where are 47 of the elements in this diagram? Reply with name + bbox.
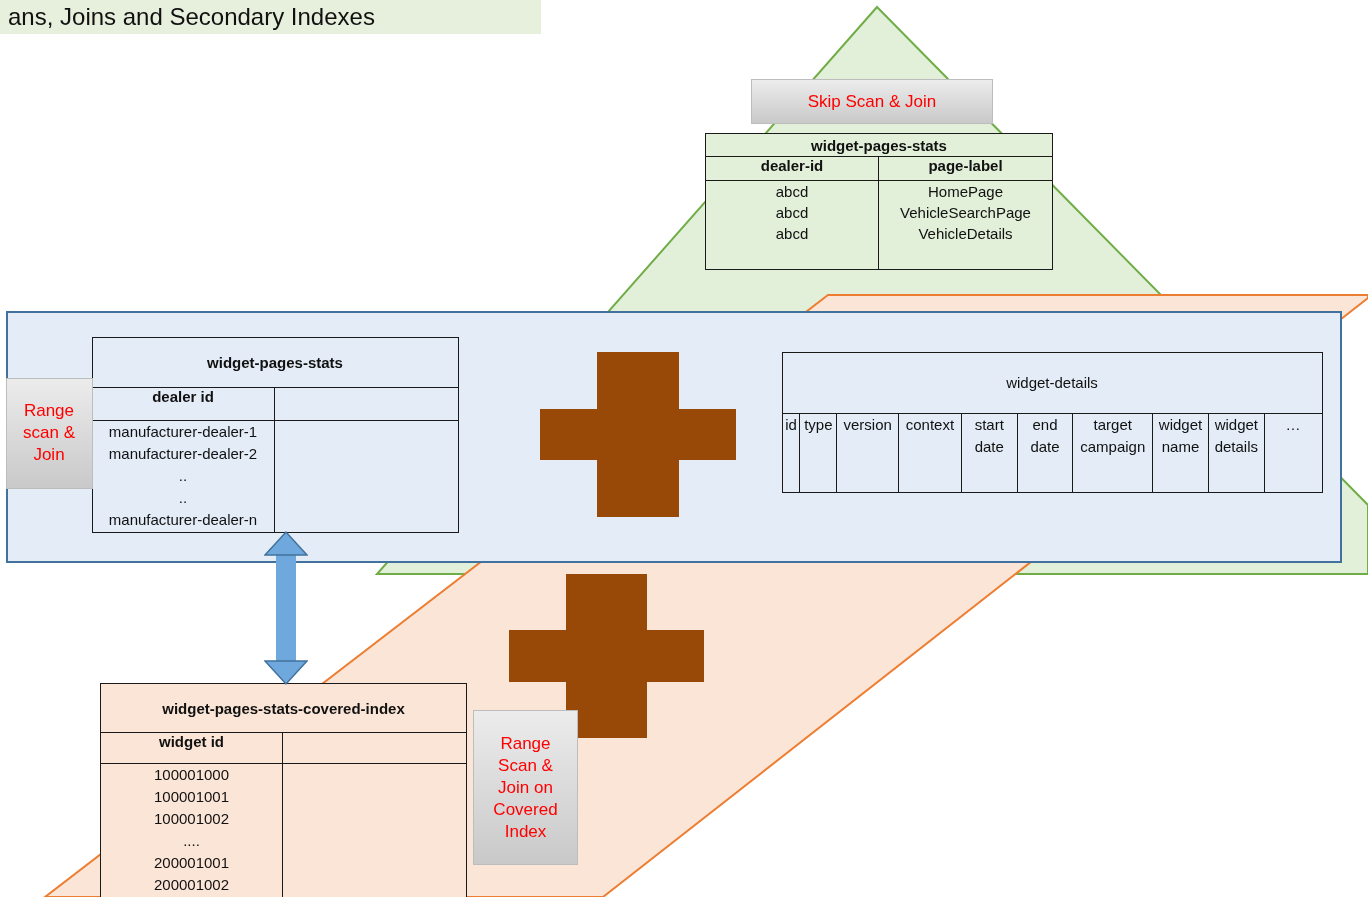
data-table	[781, 351, 1323, 493]
table-cell-text: 200001001	[152, 853, 231, 873]
table-cell-text: abcd	[774, 203, 810, 223]
table-cell-text: manufacturer-dealer-n	[107, 509, 259, 530]
operation-label-box	[5, 377, 93, 489]
table-cell-text: 100001002	[152, 809, 231, 829]
table-title: widget-pages-stats	[207, 353, 343, 371]
table-cell-text: VehicleDetails	[917, 224, 1014, 244]
table-cell-text: manufacturer-dealer-1	[107, 421, 259, 442]
table-title: widget-pages-stats	[811, 136, 947, 154]
operation-text: Range scan & Join	[23, 401, 75, 464]
operation-text: Range Scan & Join on Covered Index	[493, 733, 558, 841]
column-header: start date	[973, 414, 1005, 457]
table-cell-text: manufacturer-dealer-2	[107, 443, 259, 464]
table-cell-text: ..	[177, 487, 189, 508]
table-cell-text: ....	[182, 831, 201, 851]
table-cell-text: 100001001	[152, 787, 231, 807]
column-header: widget name	[1157, 414, 1204, 457]
column-header: end date	[1029, 414, 1061, 457]
operation-label-box	[751, 79, 993, 124]
operation-text: Skip Scan & Join	[807, 91, 937, 111]
table-cell-text: 100001000	[152, 765, 231, 785]
table-cell-text: 200001002	[152, 875, 231, 895]
data-table	[100, 683, 467, 897]
column-header: dealer id	[152, 387, 214, 406]
group-panel	[6, 311, 1342, 563]
column-header: id	[785, 414, 797, 435]
data-table	[91, 336, 459, 533]
operation-label-box	[473, 710, 578, 865]
table-cell-text: ..	[177, 465, 189, 486]
column-header: dealer-id	[760, 157, 824, 175]
column-header: page-label	[928, 157, 1003, 175]
table-cell-text: abcd	[774, 224, 810, 244]
column-header: widget details	[1213, 414, 1259, 457]
column-header: type	[804, 414, 833, 435]
table-title: widget-details	[1006, 374, 1098, 391]
title: ans, Joins and Secondary Indexes	[8, 3, 375, 31]
table-cell-text: VehicleSearchPage	[899, 203, 1032, 223]
column-header: …	[1285, 414, 1301, 435]
table-cell-text: abcd	[774, 182, 810, 202]
column-header: version	[843, 414, 892, 435]
table-title: widget-pages-stats-covered-index	[162, 699, 405, 717]
data-table	[705, 133, 1053, 270]
column-header: context	[905, 414, 955, 435]
table-cell-text: HomePage	[926, 182, 1004, 202]
column-header: target campaign	[1079, 414, 1147, 457]
column-header: widget id	[159, 733, 224, 751]
